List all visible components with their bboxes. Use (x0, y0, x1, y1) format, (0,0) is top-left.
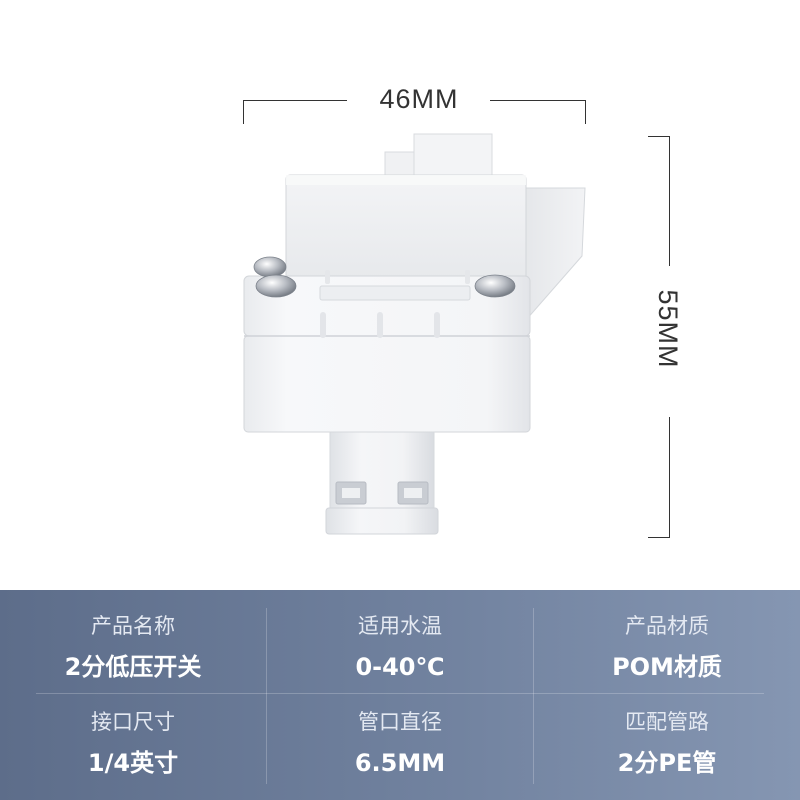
spec-panel: 产品名称 2分低压开关 适用水温 0-40℃ 产品材质 POM材质 接口尺寸 1… (0, 590, 800, 800)
width-dimension-line-left (243, 100, 347, 124)
height-dimension-label: 55MM (653, 289, 683, 369)
height-dimension-line-bottom (648, 417, 670, 538)
spec-water-temperature: 适用水温 0-40℃ (267, 612, 533, 684)
spec-value: 0-40℃ (355, 653, 445, 681)
product-stage: 46MM 55MM (243, 84, 683, 538)
low-pressure-switch-image (243, 133, 586, 535)
spec-row-divider (36, 693, 764, 694)
spec-label: 产品名称 (91, 614, 175, 638)
spec-label: 产品材质 (625, 614, 709, 638)
spec-value: 2分低压开关 (64, 653, 202, 681)
width-dimension-label: 46MM (379, 84, 459, 114)
spec-material: 产品材质 POM材质 (534, 612, 800, 684)
spec-label: 匹配管路 (625, 710, 709, 734)
width-dimension-line-right (490, 100, 586, 124)
spec-matching-pipe: 匹配管路 2分PE管 (534, 708, 800, 780)
spec-value: 1/4英寸 (87, 749, 179, 777)
spec-interface-size: 接口尺寸 1/4英寸 (0, 708, 266, 780)
spec-port-diameter: 管口直径 6.5MM (267, 708, 533, 780)
spec-value: 6.5MM (354, 749, 446, 777)
spec-label: 适用水温 (358, 614, 442, 638)
spec-product-name: 产品名称 2分低压开关 (0, 612, 266, 684)
spec-column-divider (533, 608, 534, 784)
height-dimension-line-top (648, 136, 670, 266)
spec-label: 接口尺寸 (91, 710, 175, 734)
spec-label: 管口直径 (358, 710, 442, 734)
spec-value: 2分PE管 (617, 749, 717, 777)
spec-value: POM材质 (612, 653, 722, 681)
spec-column-divider (266, 608, 267, 784)
